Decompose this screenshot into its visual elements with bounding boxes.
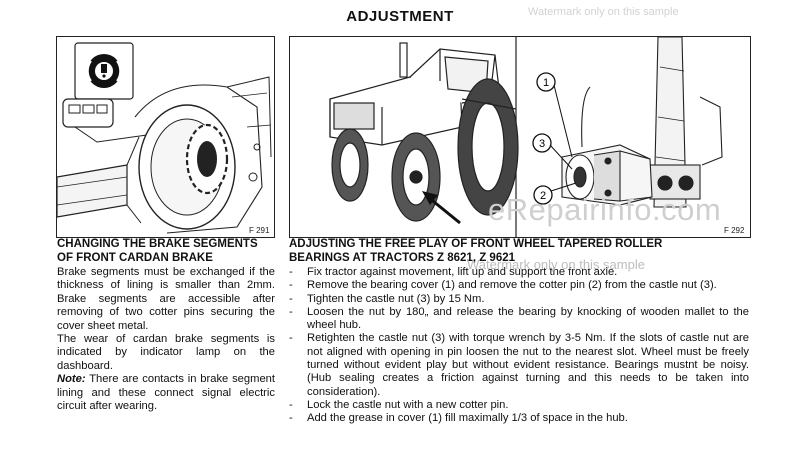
watermark-top: Watermark only on this sample (528, 6, 679, 18)
list-item: -Fix tractor against movement, lift up a… (289, 266, 618, 278)
figure-cardan-brake: F 291 (56, 36, 275, 238)
right-heading-line1: ADJUSTING THE FREE PLAY OF FRONT WHEEL T… (289, 238, 663, 250)
left-heading: CHANGING THE BRAKE SEGMENTS OF FRONT CAR… (57, 237, 275, 265)
list-item: - Lock the castle nut with a new cotter … (289, 398, 509, 411)
left-body: Brake segments must be exchanged if the … (57, 266, 275, 413)
right-heading-line2: BEARINGS AT TRACTORS Z 8621, Z 9621 (289, 252, 516, 264)
left-paragraph-2: The wear of cardan brake segments is ind… (57, 333, 275, 372)
left-heading-line1: CHANGING THE BRAKE SEGMENTS (57, 238, 258, 250)
tractor-drawing (329, 42, 519, 222)
cardan-brake-illustration (57, 42, 272, 234)
left-heading-line2: OF FRONT CARDAN BRAKE (57, 252, 213, 264)
right-heading: ADJUSTING THE FREE PLAY OF FRONT WHEEL T… (289, 237, 749, 265)
tractor-hub-illustration: 1 3 2 (329, 37, 723, 237)
left-paragraph-1: Brake segments must be exchanged if the … (57, 266, 275, 332)
callout-3-label: 3 (539, 138, 545, 150)
list-item: -Retighten the castle nut (3) with torqu… (289, 332, 749, 398)
page-title: ADJUSTMENT (346, 8, 454, 25)
callout-2-label: 2 (540, 190, 546, 202)
callout-2-circle (533, 185, 553, 205)
left-note: Note: There are contacts in brake segmen… (57, 373, 275, 413)
watermark-sample: Watermark only on this sample (467, 257, 645, 272)
note-text: There are contacts in brake segment lini… (57, 373, 275, 413)
list-item: -Loosen the nut by 180„ and release the … (289, 305, 749, 332)
right-body: -Fix tractor against movement, lift up a… (289, 266, 749, 426)
figure-number-left: F 291 (249, 226, 270, 235)
figure-number-right: F 292 (724, 226, 745, 235)
figure-front-wheel-bearing: 1 3 2 F 292 (289, 36, 751, 238)
list-item: -Tighten the castle nut (3) by 15 Nm. (289, 292, 485, 305)
callout-1-circle (536, 72, 556, 92)
list-item: -Add the grease in cover (1) fill maxima… (289, 412, 628, 425)
callout-3-circle (532, 133, 552, 153)
note-label: Note: (57, 373, 86, 386)
adjustment-steps-list: -Fix tractor against movement, lift up a… (289, 266, 749, 426)
watermark-site: eRepairinfo.com (488, 192, 722, 227)
list-item: -Remove the bearing cover (1) and remove… (289, 279, 717, 292)
hub-drawing (561, 37, 723, 208)
callout-1-label: 1 (543, 77, 549, 89)
arrow-to-hub-icon (422, 191, 438, 205)
